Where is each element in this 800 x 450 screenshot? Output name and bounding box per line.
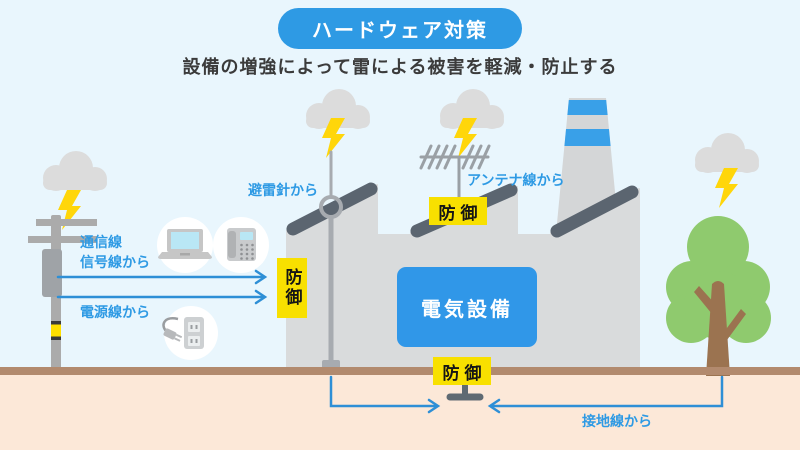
ground-surface-line	[0, 367, 800, 375]
comm-line-arrow	[56, 269, 268, 285]
ground	[0, 372, 800, 450]
desk-phone-icon	[213, 217, 269, 273]
utility-pole-icon	[28, 215, 97, 373]
cloud-icon	[43, 89, 759, 191]
ground-wire-right	[487, 375, 724, 414]
power-plug-icon	[162, 306, 218, 360]
tree-icon	[666, 216, 771, 376]
ground-wire-left	[329, 375, 441, 414]
tv-antenna-icon	[419, 144, 491, 200]
laptop-icon	[157, 217, 213, 273]
power-line-arrow	[56, 289, 268, 305]
